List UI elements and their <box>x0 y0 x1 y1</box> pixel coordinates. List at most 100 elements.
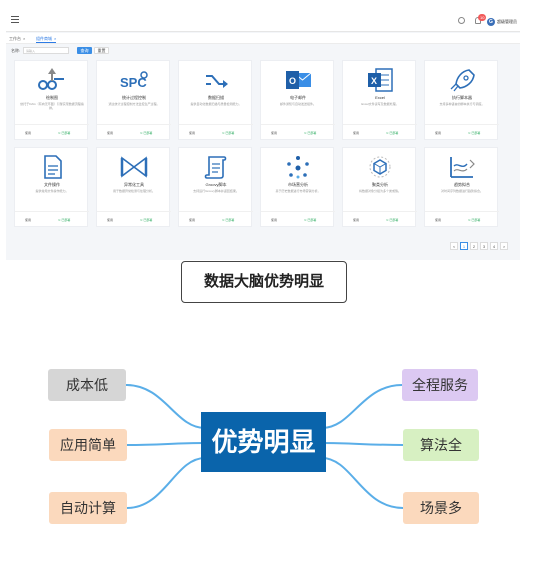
card-description: 支持运行Groovy脚本并返回结果。 <box>193 189 239 193</box>
connector-line <box>321 384 403 429</box>
notification-badge: 10 <box>478 14 487 21</box>
document-icon <box>44 155 62 179</box>
card-description: Excel文件读写及数据处理。 <box>361 102 399 106</box>
component-card[interactable]: 执行脚本器 支持多种语言的脚本执行与调度。 使用 ⊙ 已部署 <box>424 60 499 140</box>
use-button[interactable]: 使用 <box>271 131 278 135</box>
mind-map <box>0 340 540 562</box>
tab-bar: 工作台× 组件商城× <box>6 33 520 44</box>
mindmap-center-node: 优势明显 <box>201 412 326 472</box>
component-card[interactable]: 市场营分析 基于历史数据进行市场营销分析。 使用 ⊙ 已部署 <box>260 147 335 227</box>
user-name[interactable]: 超级管理员 <box>497 19 517 24</box>
use-button[interactable]: 使用 <box>353 131 360 135</box>
use-button[interactable]: 使用 <box>25 218 32 222</box>
use-button[interactable]: 使用 <box>435 131 442 135</box>
card-footer: 使用 ⊙ 已部署 <box>179 124 253 140</box>
card-description: 对时间序列数据进行趋势拟合。 <box>440 189 483 193</box>
deploy-status: ⊙ 已部署 <box>140 131 153 135</box>
pager-page[interactable]: 4 <box>490 242 498 250</box>
deploy-status: ⊙ 已部署 <box>58 218 71 222</box>
component-card[interactable]: 数据扫描 提供自动化数据扫描与质量检测能力。 使用 ⊙ 已部署 <box>178 60 253 140</box>
component-card[interactable]: X Excel Excel文件读写及数据处理。 使用 ⊙ 已部署 <box>342 60 417 140</box>
svg-text:O: O <box>289 76 296 86</box>
pager-page[interactable]: 1 <box>460 242 468 250</box>
card-title: 聚类分析 <box>372 182 388 187</box>
card-footer: 使用 ⊙ 已部署 <box>261 124 335 140</box>
component-card[interactable]: 聚类分析 将数据对象分组为多个类或簇。 使用 ⊙ 已部署 <box>342 147 417 227</box>
deploy-status: ⊙ 已部署 <box>140 218 153 222</box>
deploy-status: ⊙ 已部署 <box>222 131 235 135</box>
card-footer: 使用 ⊙ 已部署 <box>343 124 417 140</box>
rocket-icon <box>450 69 475 92</box>
card-footer: 使用 ⊙ 已部署 <box>15 211 89 227</box>
card-description: 邮件通知与自动发送组件。 <box>279 102 316 106</box>
connector-line <box>321 457 404 509</box>
cluster-icon <box>369 156 391 178</box>
card-description: 支持多种语言的脚本执行与调度。 <box>439 102 485 106</box>
flow-arrow-icon <box>38 68 64 90</box>
use-button[interactable]: 使用 <box>25 131 32 135</box>
deploy-status: ⊙ 已部署 <box>304 131 317 135</box>
tab-workbench[interactable]: 工作台× <box>9 35 25 43</box>
component-card[interactable]: 绘制图 依托于DAG（有向无环图）引擎实现数据流程编排。 使用 ⊙ 已部署 <box>14 60 89 140</box>
mindmap-node-easy-to-use: 应用简单 <box>49 429 127 461</box>
pager-next[interactable]: > <box>500 242 508 250</box>
card-title: 电子邮件 <box>290 95 306 100</box>
deploy-status: ⊙ 已部署 <box>386 131 399 135</box>
component-card[interactable]: 文件操作 提供常用文件操作能力。 使用 ⊙ 已部署 <box>14 147 89 227</box>
mind-map-connectors <box>125 384 404 509</box>
use-button[interactable]: 使用 <box>107 131 114 135</box>
deploy-status: ⊙ 已部署 <box>468 131 481 135</box>
use-button[interactable]: 使用 <box>435 218 442 222</box>
svg-text:SPC: SPC <box>120 75 147 90</box>
pager-prev[interactable]: < <box>450 242 458 250</box>
card-description: 依托于DAG（有向无环图）引擎实现数据流程编排。 <box>20 102 84 110</box>
card-description: 通过统计过程控制方法监控生产过程。 <box>108 102 160 106</box>
card-footer: 使用 ⊙ 已部署 <box>97 211 171 227</box>
card-description: 基于历史数据进行市场营销分析。 <box>275 189 321 193</box>
card-title: 文件操作 <box>44 182 60 187</box>
card-title: 绘制图 <box>46 95 58 100</box>
component-card[interactable]: O 电子邮件 邮件通知与自动发送组件。 使用 ⊙ 已部署 <box>260 60 335 140</box>
use-button[interactable]: 使用 <box>189 131 196 135</box>
reset-button[interactable]: 重置 <box>94 47 109 54</box>
deploy-status: ⊙ 已部署 <box>304 218 317 222</box>
connector-line <box>126 457 206 509</box>
card-description: 用于数据异常检测与处理分析。 <box>112 189 155 193</box>
top-bar: 10 G 超级管理员 <box>6 10 520 32</box>
tab-component-store[interactable]: 组件商城× <box>36 35 57 43</box>
component-card[interactable]: Groovy脚本 支持运行Groovy脚本并返回结果。 使用 ⊙ 已部署 <box>178 147 253 227</box>
use-button[interactable]: 使用 <box>189 218 196 222</box>
component-card[interactable]: 异常化工具 用于数据异常检测与处理分析。 使用 ⊙ 已部署 <box>96 147 171 227</box>
card-title: Groovy脚本 <box>205 182 227 187</box>
svg-text:X: X <box>371 76 377 86</box>
card-footer: 使用 ⊙ 已部署 <box>15 124 89 140</box>
card-footer: 使用 ⊙ 已部署 <box>425 211 499 227</box>
help-icon[interactable] <box>458 17 465 24</box>
avatar[interactable]: G <box>487 18 495 26</box>
use-button[interactable]: 使用 <box>353 218 360 222</box>
name-label: 名称: <box>11 48 21 53</box>
search-input[interactable]: 请输入 <box>23 47 69 54</box>
close-icon[interactable]: × <box>23 36 26 41</box>
scroll-icon <box>204 156 227 179</box>
mindmap-node-full-service: 全程服务 <box>402 369 478 401</box>
network-icon <box>287 156 309 179</box>
component-card[interactable]: SPC 统计过程控制 通过统计过程控制方法监控生产过程。 使用 ⊙ 已部署 <box>96 60 171 140</box>
close-icon[interactable]: × <box>54 36 57 41</box>
mindmap-node-low-cost: 成本低 <box>48 369 126 401</box>
menu-icon[interactable] <box>11 16 19 23</box>
card-footer: 使用 ⊙ 已部署 <box>97 124 171 140</box>
spc-icon: SPC <box>120 71 148 90</box>
component-card[interactable]: 趋势拟合 对时间序列数据进行趋势拟合。 使用 ⊙ 已部署 <box>424 147 499 227</box>
mindmap-node-algorithms: 算法全 <box>403 429 479 461</box>
query-button[interactable]: 查询 <box>77 47 92 54</box>
use-button[interactable]: 使用 <box>107 218 114 222</box>
outlook-icon: O <box>286 71 312 89</box>
card-title: Excel <box>375 95 385 100</box>
pager-page[interactable]: 3 <box>480 242 488 250</box>
mindmap-node-auto-compute: 自动计算 <box>49 492 127 524</box>
use-button[interactable]: 使用 <box>271 218 278 222</box>
card-title: 数据扫描 <box>208 95 224 100</box>
pager-page[interactable]: 2 <box>470 242 478 250</box>
deploy-status: ⊙ 已部署 <box>58 131 71 135</box>
